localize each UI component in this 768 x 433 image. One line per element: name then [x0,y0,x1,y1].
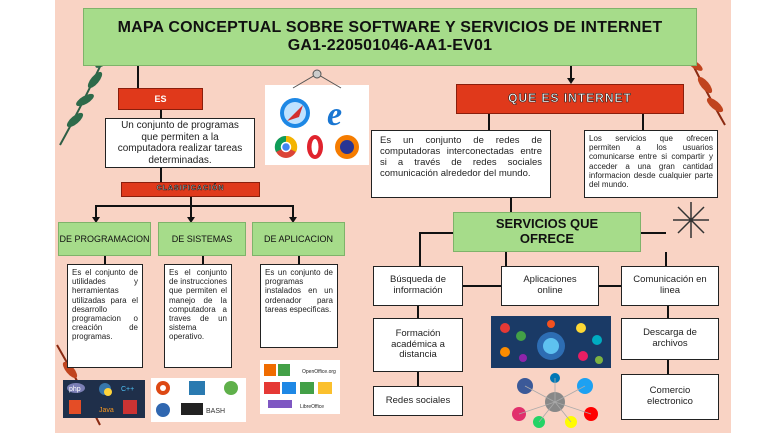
internet-definition-box: Es un conjunto de redes de computadoras … [371,130,551,198]
category-systems-description-box: Es el conjunto de instrucciones que perm… [164,264,232,368]
internet-definition: Es un conjunto de redes de computadoras … [380,135,542,179]
bash-logo: BASH [206,408,225,415]
service-social-box: Redes sociales [373,386,463,416]
services-description: Los servicios que ofrecen permiten a los… [589,134,713,189]
service-apps: Aplicaciones online [523,274,577,296]
service-commerce: Comercio electronico [647,385,693,407]
ie-icon: e [327,96,342,133]
service-downloads-box: Descarga de archivos [621,318,719,360]
category-application-description-box: Es un conjunto de programas instalados e… [260,264,338,348]
services-description-box: Los servicios que ofrecen permiten a los… [584,130,718,198]
service-education-box: Formación académica a distancia [373,318,463,372]
service-downloads: Descarga de archivos [643,327,697,349]
hanging-ornament-icon [292,69,342,89]
browser-logos-image: e [265,85,369,165]
category-programming-description: Es el conjunto de utilidades y herramien… [72,268,138,342]
java-logo: Java [99,407,114,414]
category-application-name: DE APLICACION [263,233,334,244]
services-heading-box: SERVICIOS QUE OFRECE [453,212,641,252]
cpp-logo: C++ [121,386,134,393]
openoffice-logo: OpenOffice.org [302,369,336,375]
service-commerce-box: Comercio electronico [621,374,719,420]
es-label: ES [154,93,167,104]
category-application-description: Es un conjunto de programas instalados e… [265,268,333,314]
service-search: Búsqueda de información [390,274,446,296]
category-programming-box: DE PROGRAMACION [58,222,151,256]
star-doodle-icon [673,202,709,238]
service-search-box: Búsqueda de información [373,266,463,306]
category-systems-name: DE SISTEMAS [171,233,233,244]
services-heading: SERVICIOS QUE OFRECE [495,216,599,246]
classification-box: CLASIFICACIÓN [121,182,260,197]
social-icons-image [505,372,605,430]
internet-question-box: QUE ES INTERNET [456,84,684,114]
service-communication: Comunicación en linea [633,274,707,296]
libreoffice-logo: LibreOffice [300,404,324,410]
service-apps-box: Aplicaciones online [501,266,599,306]
software-definition-box: Un conjunto de programas que permiten a … [105,118,255,168]
category-application-box: DE APLICACION [252,222,345,256]
category-systems-description: Es el conjunto de instrucciones que perm… [169,268,227,342]
programming-logos-image: php C++ Java [63,380,145,418]
os-logos-image: BASH [151,378,246,422]
office-logos-image: OpenOffice.org LibreOffice [260,360,340,414]
software-definition: Un conjunto de programas que permiten a … [117,120,243,166]
php-logo: php [69,386,81,393]
page-title: MAPA CONCEPTUAL SOBRE SOFTWARE Y SERVICI… [83,8,697,66]
category-programming-name: DE PROGRAMACION [59,233,150,244]
service-social: Redes sociales [385,394,451,406]
category-systems-box: DE SISTEMAS [158,222,246,256]
service-communication-box: Comunicación en linea [621,266,719,306]
page-title-text: MAPA CONCEPTUAL SOBRE SOFTWARE Y SERVICI… [117,18,663,54]
app-icons-image [491,316,611,368]
internet-question: QUE ES INTERNET [508,91,632,106]
es-label-box: ES [118,88,203,110]
classification-label: CLASIFICACIÓN [156,185,225,193]
service-education: Formación académica a distancia [391,327,445,361]
category-programming-description-box: Es el conjunto de utilidades y herramien… [67,264,143,368]
concept-map-poster: MAPA CONCEPTUAL SOBRE SOFTWARE Y SERVICI… [55,0,731,433]
